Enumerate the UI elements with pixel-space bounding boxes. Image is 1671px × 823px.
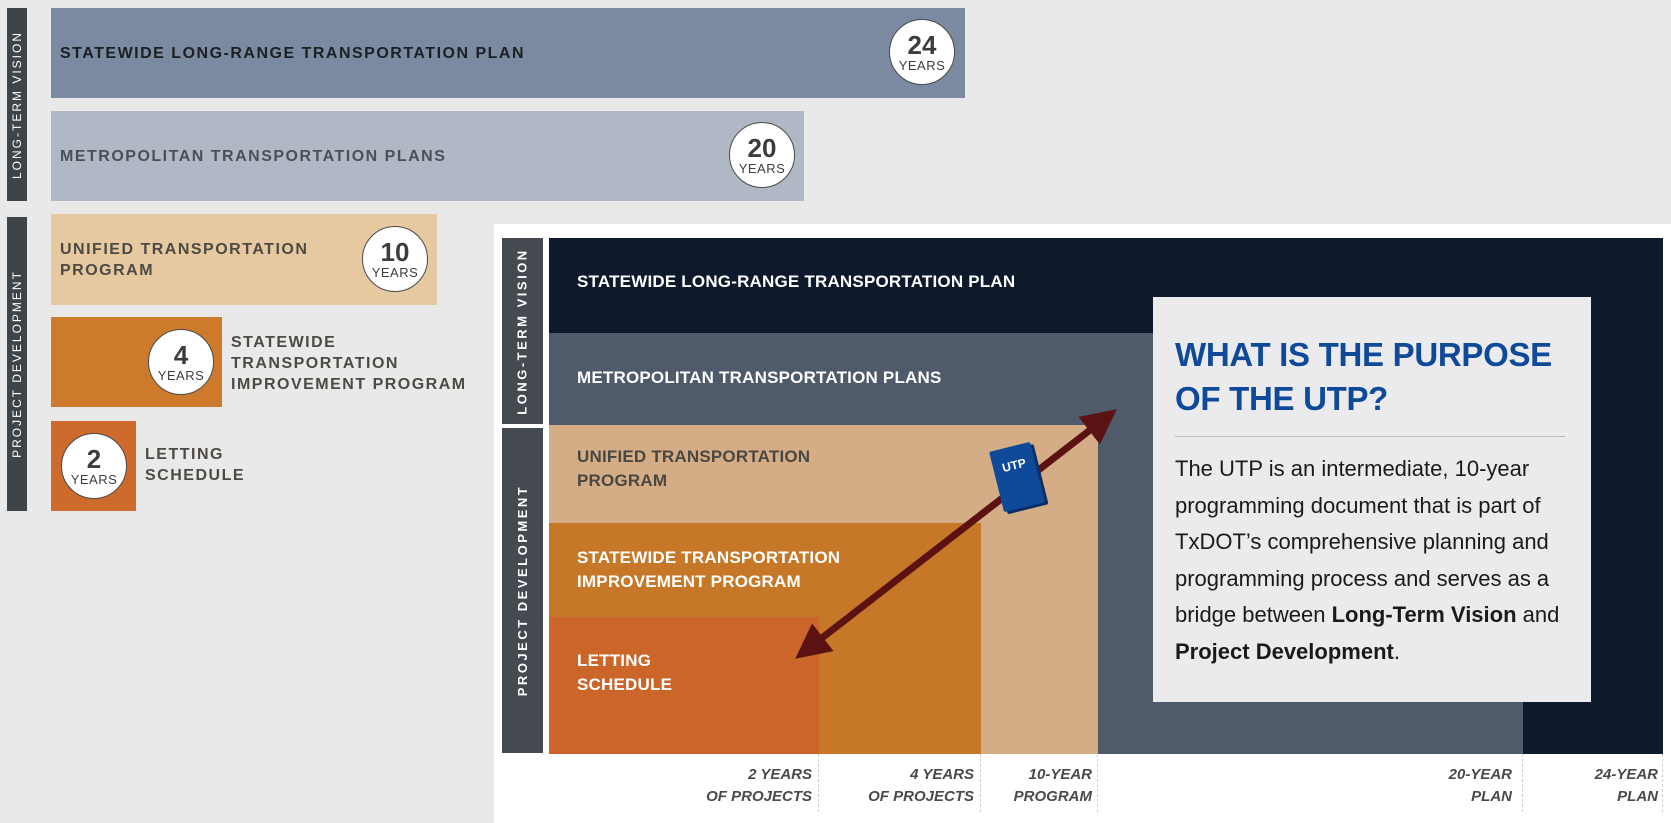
layer-utp-label: UNIFIED TRANSPORTATION PROGRAM xyxy=(577,447,811,490)
layer-mtp-label: METROPOLITAN TRANSPORTATION PLANS xyxy=(577,368,942,387)
tick-2-years: 2 YEARS OF PROJECTS xyxy=(706,766,812,805)
purpose-body: The UTP is an intermediate, 10-year prog… xyxy=(1175,451,1569,670)
bar-slrtp-label: STATEWIDE LONG-RANGE TRANSPORTATION PLAN xyxy=(60,44,526,62)
bar-utp: UNIFIED TRANSPORTATION PROGRAM 10 YEARS xyxy=(51,214,437,305)
right-side-label-long-term: LONG-TERM VISION xyxy=(502,238,543,424)
purpose-divider xyxy=(1175,436,1565,437)
badge-20-years: 20 YEARS xyxy=(729,122,795,188)
bar-mtp: METROPOLITAN TRANSPORTATION PLANS 20 YEA… xyxy=(51,111,804,201)
bar-stip: 4 YEARS xyxy=(51,317,222,407)
badge-10-years: 10 YEARS xyxy=(362,226,428,292)
utp-book-label: UTP xyxy=(1000,455,1028,476)
tick-divider-4yr xyxy=(980,754,981,812)
purpose-body-text-2: and xyxy=(1516,602,1560,627)
layer-slrtp-label: STATEWIDE LONG-RANGE TRANSPORTATION PLAN xyxy=(577,272,1016,291)
purpose-title: WHAT IS THE PURPOSE OF THE UTP? xyxy=(1175,336,1552,417)
layer-letting xyxy=(549,617,819,754)
bar-mtp-label: METROPOLITAN TRANSPORTATION PLANS xyxy=(60,147,447,165)
badge-2-years-unit: YEARS xyxy=(70,471,118,487)
badge-10-years-number: 10 xyxy=(380,236,410,267)
badge-4-years-number: 4 xyxy=(173,339,189,370)
badge-4-years: 4 YEARS xyxy=(148,329,214,395)
badge-20-years-unit: YEARS xyxy=(738,160,786,176)
layer-letting-label: LETTING SCHEDULE xyxy=(577,651,673,694)
badge-24-years-number: 24 xyxy=(907,29,937,60)
left-side-label-project-dev: PROJECT DEVELOPMENT xyxy=(7,217,27,511)
bar-letting-label: LETTING SCHEDULE xyxy=(145,446,246,484)
tick-24-year: 24-YEAR PLAN xyxy=(1594,766,1658,805)
tick-20-year: 20-YEAR PLAN xyxy=(1448,766,1512,805)
bar-slrtp: STATEWIDE LONG-RANGE TRANSPORTATION PLAN… xyxy=(51,8,965,98)
bar-letting: 2 YEARS xyxy=(51,421,136,511)
bar-utp-label: UNIFIED TRANSPORTATION PROGRAM xyxy=(60,240,309,279)
badge-24-years: 24 YEARS xyxy=(889,19,955,85)
badge-4-years-unit: YEARS xyxy=(157,367,205,383)
tick-divider-10yr xyxy=(1097,754,1098,812)
tick-4-years: 4 YEARS OF PROJECTS xyxy=(868,766,974,805)
right-side-label-project-dev: PROJECT DEVELOPMENT xyxy=(502,428,543,753)
purpose-body-text-3: . xyxy=(1393,638,1400,664)
tick-divider-24yr xyxy=(1662,754,1663,812)
badge-10-years-unit: YEARS xyxy=(371,264,419,280)
bar-stip-label: STATEWIDE TRANSPORTATION IMPROVEMENT PRO… xyxy=(231,334,467,393)
purpose-bold-long-term: Long-Term Vision xyxy=(1331,602,1517,627)
tick-10-year: 10-YEAR PROGRAM xyxy=(1013,766,1092,805)
purpose-info-box: WHAT IS THE PURPOSE OF THE UTP? The UTP … xyxy=(1153,297,1591,702)
purpose-bold-project-dev: Project Development xyxy=(1175,638,1394,664)
badge-20-years-number: 20 xyxy=(747,132,777,163)
tick-divider-20yr xyxy=(1522,754,1523,812)
badge-2-years: 2 YEARS xyxy=(61,433,127,499)
badge-24-years-unit: YEARS xyxy=(898,57,946,73)
tick-divider-2yr xyxy=(818,754,819,812)
layer-stip-label: STATEWIDE TRANSPORTATION IMPROVEMENT PRO… xyxy=(577,548,841,591)
purpose-body-text-1: The UTP is an intermediate, 10-year prog… xyxy=(1175,456,1550,627)
left-side-label-long-term: LONG-TERM VISION xyxy=(7,8,27,201)
badge-2-years-number: 2 xyxy=(86,443,102,474)
